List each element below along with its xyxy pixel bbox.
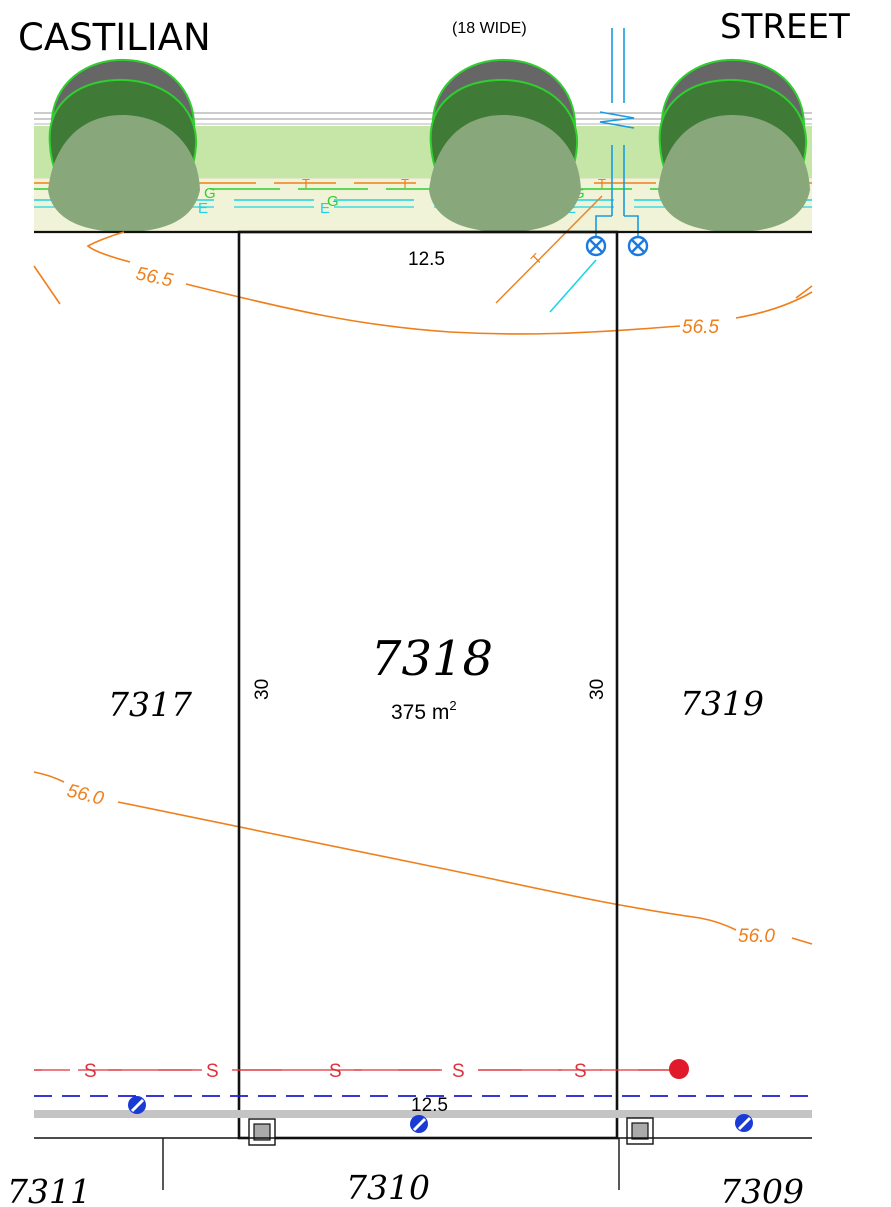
contour-label: 56.5 [134,263,175,291]
water-service-crossing [549,28,639,313]
water-valve-icon [585,235,607,257]
sewer-label: S [452,1061,465,1082]
light-pole-icon[interactable] [735,1114,753,1132]
contour-56-0 [33,771,813,945]
lot-side-dim-left: 30 [252,679,273,700]
rear-lot-center: 7310 [346,1168,430,1207]
sewer-label: S [206,1061,219,1082]
street-tree [658,58,810,234]
contour-label: 56.0 [65,780,106,809]
lot-area-unit-sup: 2 [449,698,456,713]
gas-label: G [327,193,339,210]
street-name-right: STREET [720,7,850,47]
contour-label: 56.0 [738,926,775,947]
rear-lot-left: 7311 [7,1172,91,1207]
street-tree [48,58,200,234]
street-name-left: CASTILIAN [18,16,211,59]
lot-area: 375 m2 [391,698,457,724]
rear-lot-right: 7309 [720,1172,804,1207]
telecom-label: T [401,176,409,191]
lot-rear-dim: 12.5 [411,1095,448,1116]
stormwater-pit-icon[interactable] [248,1118,276,1146]
neighbor-lot-right: 7319 [680,684,764,723]
contour-label: 56.5 [682,317,719,338]
contour-56-5 [33,231,813,335]
lot-side-dim-right: 30 [587,679,608,700]
telecom-label: T [302,176,310,191]
lot-number: 7318 [371,631,493,687]
laneway [34,1110,812,1118]
sewer-manhole-icon[interactable] [669,1059,689,1079]
light-pole-icon[interactable] [410,1115,428,1133]
lot-area-value: 375 m [391,701,449,724]
sewer-label: S [84,1061,97,1082]
sewer-labels: S S S S S [84,1061,587,1082]
neighbor-lot-left: 7317 [108,685,192,724]
street-width-note: (18 WIDE) [452,20,527,37]
lot-frontage-dim: 12.5 [408,249,445,270]
water-valve-icon [627,235,649,257]
sewer-label: S [329,1061,342,1082]
light-pole-icon[interactable] [128,1096,146,1114]
telecom-label: T [528,250,546,268]
electric-label: E [198,200,208,217]
gas-label: G [204,185,216,202]
street-tree [429,58,581,234]
electric-label: E [320,200,330,217]
telecom-label: T [598,176,606,191]
break-symbol [599,111,635,129]
sewer-label: S [574,1061,587,1082]
stormwater-pit-icon[interactable] [626,1117,654,1145]
